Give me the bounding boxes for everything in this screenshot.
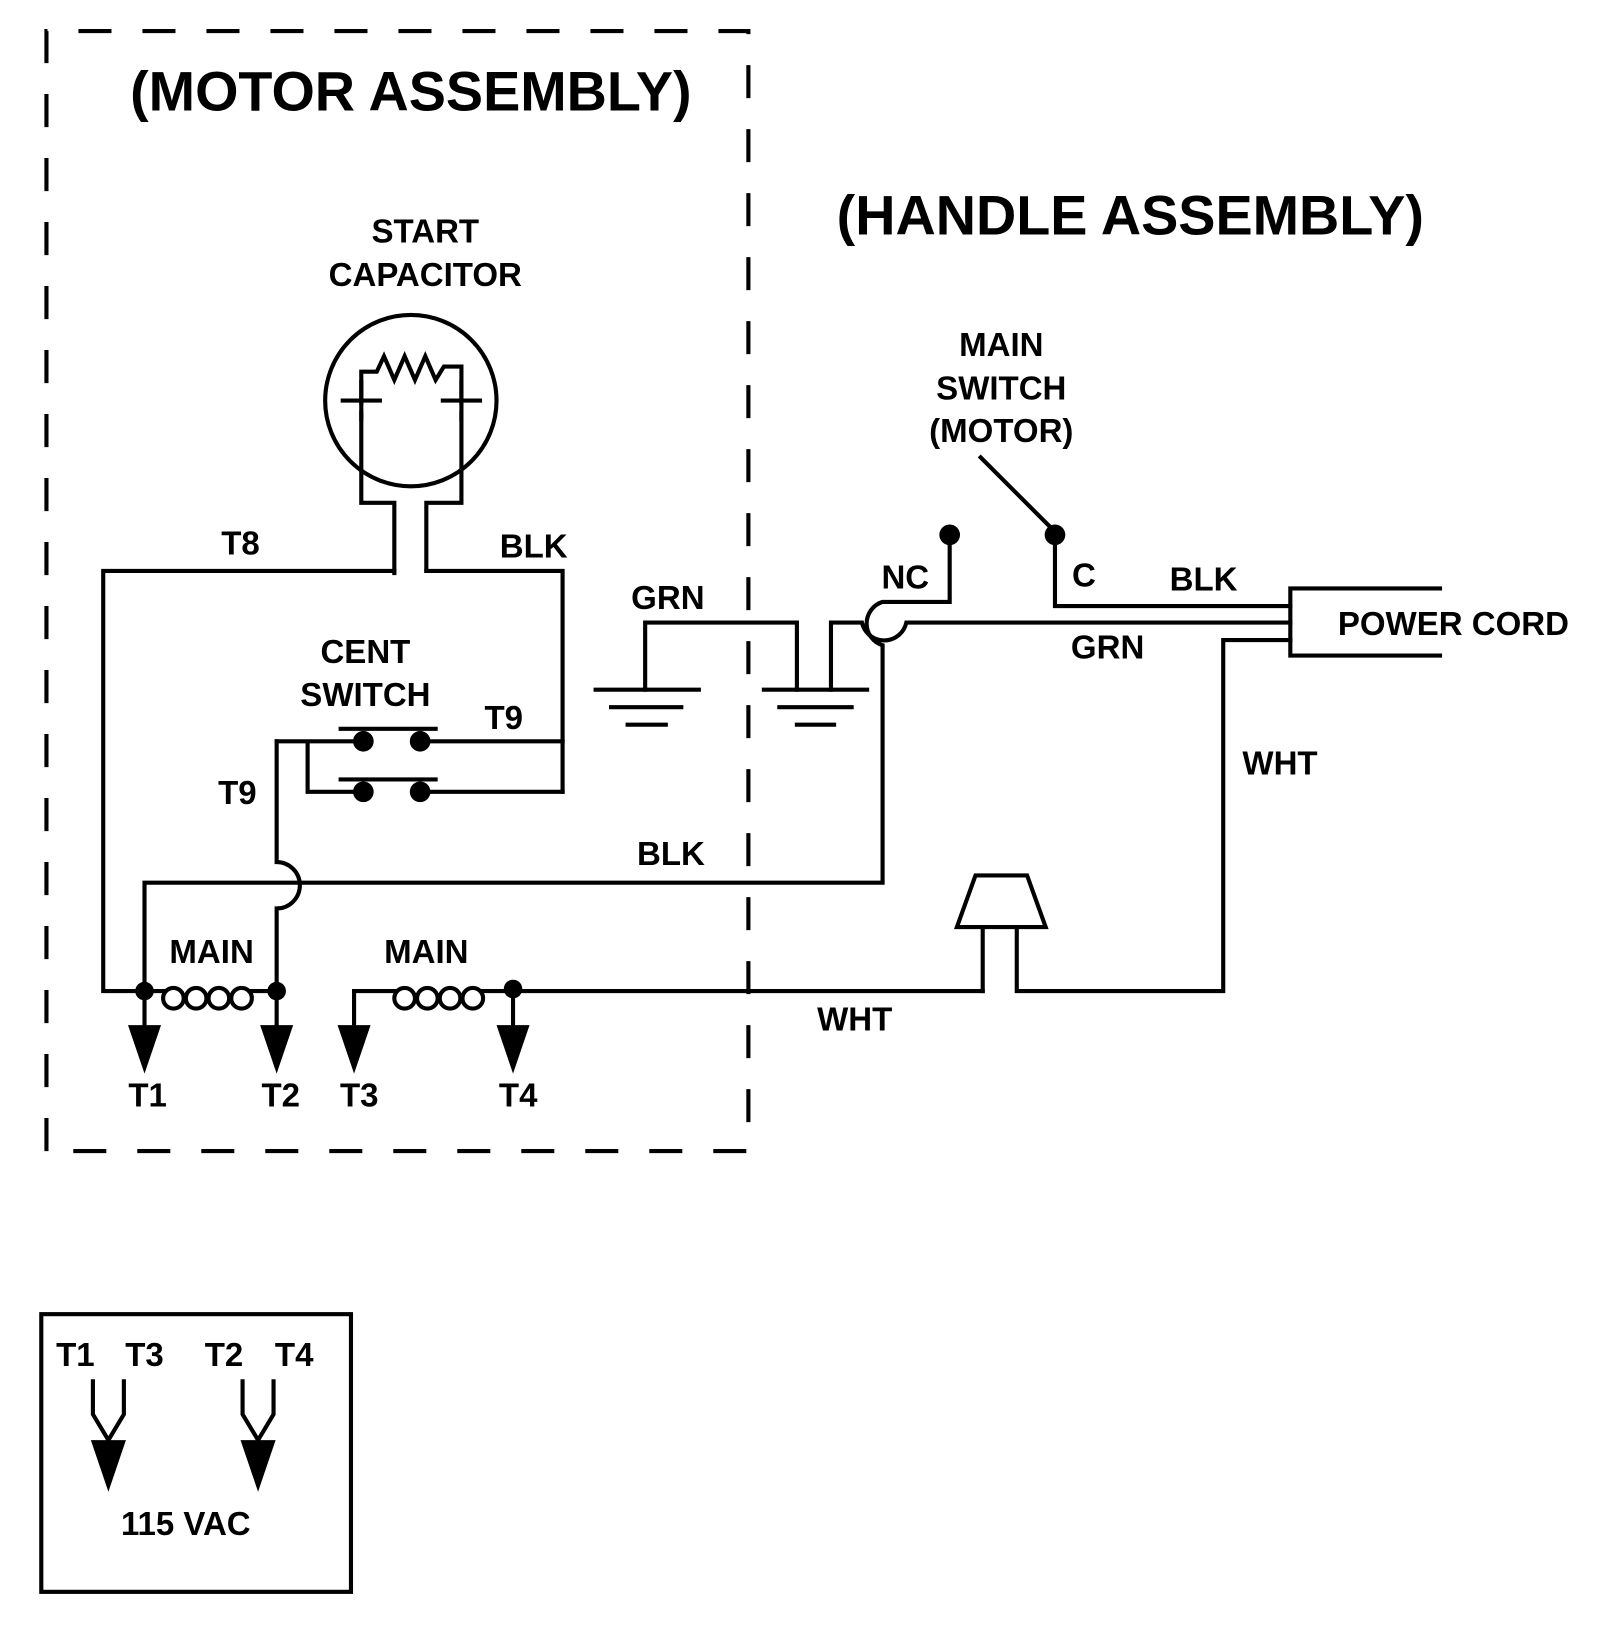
wht-label-right: WHT bbox=[1242, 744, 1317, 781]
power-cord-label: POWER CORD bbox=[1338, 605, 1569, 642]
ground-symbol-motor bbox=[593, 620, 799, 727]
t9-label-left: T9 bbox=[218, 774, 257, 811]
main-switch-label-1: MAIN bbox=[959, 326, 1043, 363]
grn-label-motor: GRN bbox=[631, 579, 704, 616]
legend-t4: T4 bbox=[275, 1336, 314, 1373]
start-capacitor-label-2: CAPACITOR bbox=[329, 256, 522, 293]
blk-label-handle: BLK bbox=[1170, 561, 1238, 598]
legend-t1: T1 bbox=[56, 1336, 95, 1373]
terminal-t2: T2 bbox=[262, 1077, 301, 1114]
voltage-label: 115 VAC bbox=[121, 1505, 251, 1542]
wire-blk-cord bbox=[1052, 532, 1293, 609]
wire-t8 bbox=[101, 568, 397, 994]
main-winding-1 bbox=[135, 981, 286, 1011]
grn-label-handle: GRN bbox=[1071, 629, 1144, 666]
wht-label-bottom: WHT bbox=[817, 1000, 892, 1037]
main-winding-label-1: MAIN bbox=[169, 933, 253, 970]
main-winding-label-2: MAIN bbox=[384, 933, 468, 970]
wire-blk-capacitor bbox=[424, 568, 565, 794]
wire-blk-nc bbox=[142, 534, 952, 994]
blk-label-top: BLK bbox=[500, 528, 568, 565]
terminal-arrows bbox=[128, 986, 530, 1074]
start-capacitor-label-1: START bbox=[371, 213, 479, 250]
legend-t3: T3 bbox=[125, 1336, 164, 1373]
voltage-legend-box bbox=[39, 1312, 354, 1594]
nc-terminal bbox=[939, 524, 960, 546]
main-switch-label-2: SWITCH bbox=[936, 370, 1066, 407]
ground-symbol-handle bbox=[761, 620, 1293, 727]
legend-join-arrows bbox=[90, 1379, 276, 1492]
motor-assembly-title: (MOTOR ASSEMBLY) bbox=[130, 61, 692, 123]
cent-switch-label-2: SWITCH bbox=[300, 676, 430, 713]
power-cord-symbol bbox=[1288, 586, 1443, 658]
wire-t9 bbox=[274, 739, 302, 994]
c-label: C bbox=[1072, 556, 1096, 593]
blk-label-mid: BLK bbox=[637, 835, 705, 872]
plug-connector bbox=[953, 638, 1293, 994]
legend-t2: T2 bbox=[205, 1336, 244, 1373]
centrifugal-switch-symbol bbox=[274, 726, 565, 803]
terminal-t1: T1 bbox=[128, 1077, 167, 1114]
terminal-t3: T3 bbox=[340, 1077, 379, 1114]
t8-label: T8 bbox=[221, 524, 260, 561]
start-capacitor-symbol bbox=[323, 312, 499, 576]
handle-assembly-title: (HANDLE ASSEMBLY) bbox=[837, 184, 1424, 246]
nc-label: NC bbox=[881, 558, 929, 595]
main-switch-label-3: (MOTOR) bbox=[929, 412, 1073, 449]
cent-switch-label-1: CENT bbox=[320, 633, 410, 670]
t9-label-right: T9 bbox=[484, 699, 523, 736]
main-switch-leader bbox=[977, 454, 1056, 533]
motor-assembly-boundary bbox=[44, 29, 751, 1154]
terminal-t4: T4 bbox=[499, 1077, 538, 1114]
